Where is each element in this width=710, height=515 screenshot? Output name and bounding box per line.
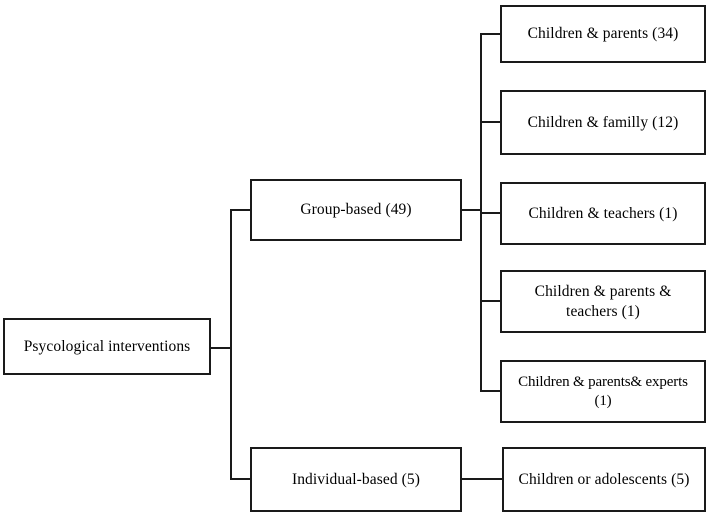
node-children-parents-experts[interactable]: Children & parents& experts (1) bbox=[500, 360, 706, 423]
connector-root-stub bbox=[211, 347, 232, 349]
node-group-based-label: Group-based (49) bbox=[300, 201, 412, 219]
connector-to-leaf-5 bbox=[480, 390, 502, 392]
node-individual-based-label: Individual-based (5) bbox=[291, 470, 421, 488]
node-children-parents-teachers[interactable]: Children & parents & teachers (1) bbox=[500, 270, 706, 333]
connector-to-leaf-2 bbox=[480, 121, 502, 123]
node-children-parents[interactable]: Children & parents (34) bbox=[500, 5, 706, 63]
node-root-label: Psycological interventions bbox=[23, 337, 191, 355]
node-individual-based[interactable]: Individual-based (5) bbox=[250, 447, 462, 512]
connector-to-individual-based bbox=[230, 478, 252, 480]
node-children-teachers-label: Children & teachers (1) bbox=[528, 204, 678, 222]
connector-to-leaf-3 bbox=[480, 212, 502, 214]
node-children-family-label: Children & familly (12) bbox=[527, 113, 679, 131]
node-children-parents-experts-label: Children & parents& experts (1) bbox=[518, 373, 688, 409]
node-children-parents-label: Children & parents (34) bbox=[527, 25, 679, 43]
node-children-or-adolescents-label: Children or adolescents (5) bbox=[518, 470, 690, 488]
node-root[interactable]: Psycological interventions bbox=[3, 318, 211, 375]
connector-to-group-based bbox=[230, 209, 252, 211]
node-group-based[interactable]: Group-based (49) bbox=[250, 179, 462, 241]
connector-level1-spine bbox=[230, 210, 232, 480]
connector-to-leaf-1 bbox=[480, 33, 502, 35]
node-children-or-adolescents[interactable]: Children or adolescents (5) bbox=[502, 447, 706, 512]
connector-to-leaf-4 bbox=[480, 300, 502, 302]
connector-to-leaf-6 bbox=[460, 478, 502, 480]
node-children-family[interactable]: Children & familly (12) bbox=[500, 90, 706, 155]
connector-group-stub bbox=[460, 209, 482, 211]
node-children-parents-teachers-label: Children & parents & teachers (1) bbox=[534, 283, 672, 320]
node-children-teachers[interactable]: Children & teachers (1) bbox=[500, 182, 706, 245]
